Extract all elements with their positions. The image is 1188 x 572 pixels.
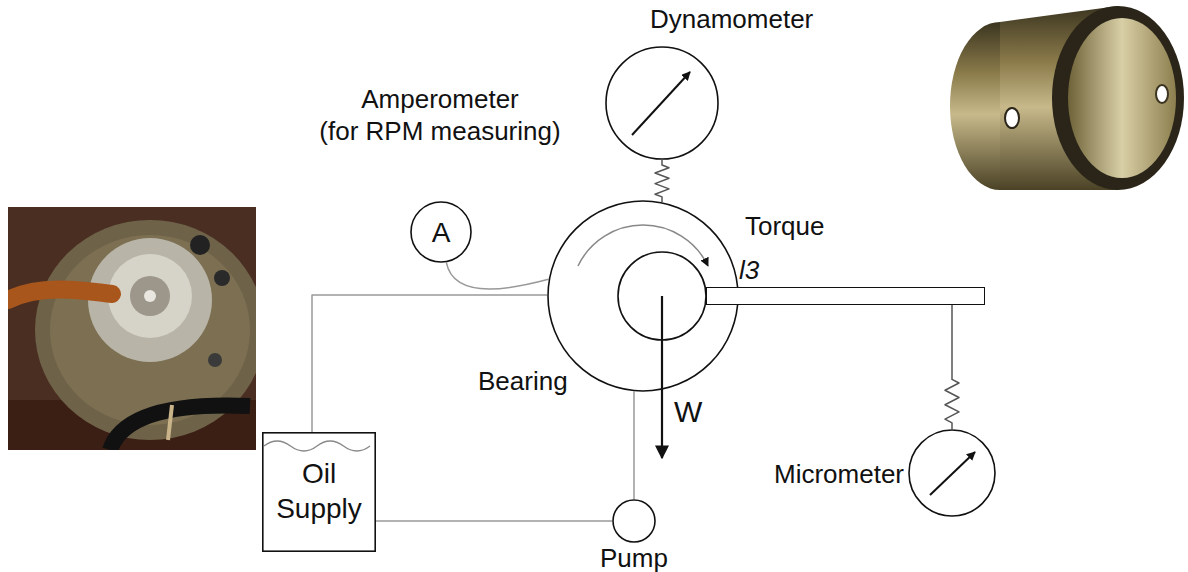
device-name: Amperometer <box>308 84 572 115</box>
outline <box>612 499 656 543</box>
box-outline <box>263 433 375 551</box>
connector <box>655 160 669 202</box>
screw <box>208 353 222 367</box>
dimension-label: l3 <box>739 255 783 286</box>
connector <box>376 520 612 522</box>
dial-needle <box>930 452 975 495</box>
cable <box>110 405 250 450</box>
outline <box>262 432 376 552</box>
hole <box>190 235 210 255</box>
device-name: Pump <box>592 543 676 572</box>
rig-photo <box>8 207 256 450</box>
circle-outline <box>606 47 718 159</box>
circle-outline <box>909 430 995 516</box>
shaft-center <box>130 276 170 316</box>
dial-needle <box>632 72 690 135</box>
tank-name: Oil Supply <box>268 456 370 526</box>
bushing-bore <box>1068 18 1176 178</box>
outline <box>908 429 996 517</box>
tie <box>168 405 172 440</box>
connector <box>312 295 547 432</box>
oil-hole <box>1005 108 1019 128</box>
oil-tube <box>8 290 112 301</box>
device-name: Micrometer <box>770 459 904 490</box>
amperometer-dial: Amperometer(for RPM measuring)A <box>410 201 472 263</box>
oil-tank: Oil Supply <box>262 432 376 552</box>
center-dot <box>144 290 156 302</box>
connector <box>945 305 959 429</box>
meter-symbol: A <box>432 215 451 250</box>
torque-arrow <box>578 225 708 266</box>
device-note: (for RPM measuring) <box>308 116 572 147</box>
bushing-rim <box>1052 6 1184 190</box>
oil-hole <box>1156 85 1168 103</box>
lever-arm: l3 <box>706 287 985 305</box>
oil-level <box>264 441 370 451</box>
device-name: Dynamometer <box>650 4 824 35</box>
pump-symbol: Pump <box>612 499 656 543</box>
outline <box>605 46 719 160</box>
bushing-photo <box>950 6 1184 190</box>
circle-outline <box>411 202 471 262</box>
flange-face <box>50 235 250 425</box>
circle-outline <box>613 500 655 542</box>
micrometer-dial: Micrometer <box>908 429 996 517</box>
part-name: Bearing <box>478 366 586 397</box>
connector <box>446 263 548 289</box>
dynamometer-dial: Dynamometer <box>605 46 719 160</box>
hole <box>214 270 230 286</box>
torque-label: Torque <box>745 211 825 242</box>
load-arrow <box>661 296 663 458</box>
load-label: W <box>674 394 702 430</box>
connector <box>633 392 635 499</box>
